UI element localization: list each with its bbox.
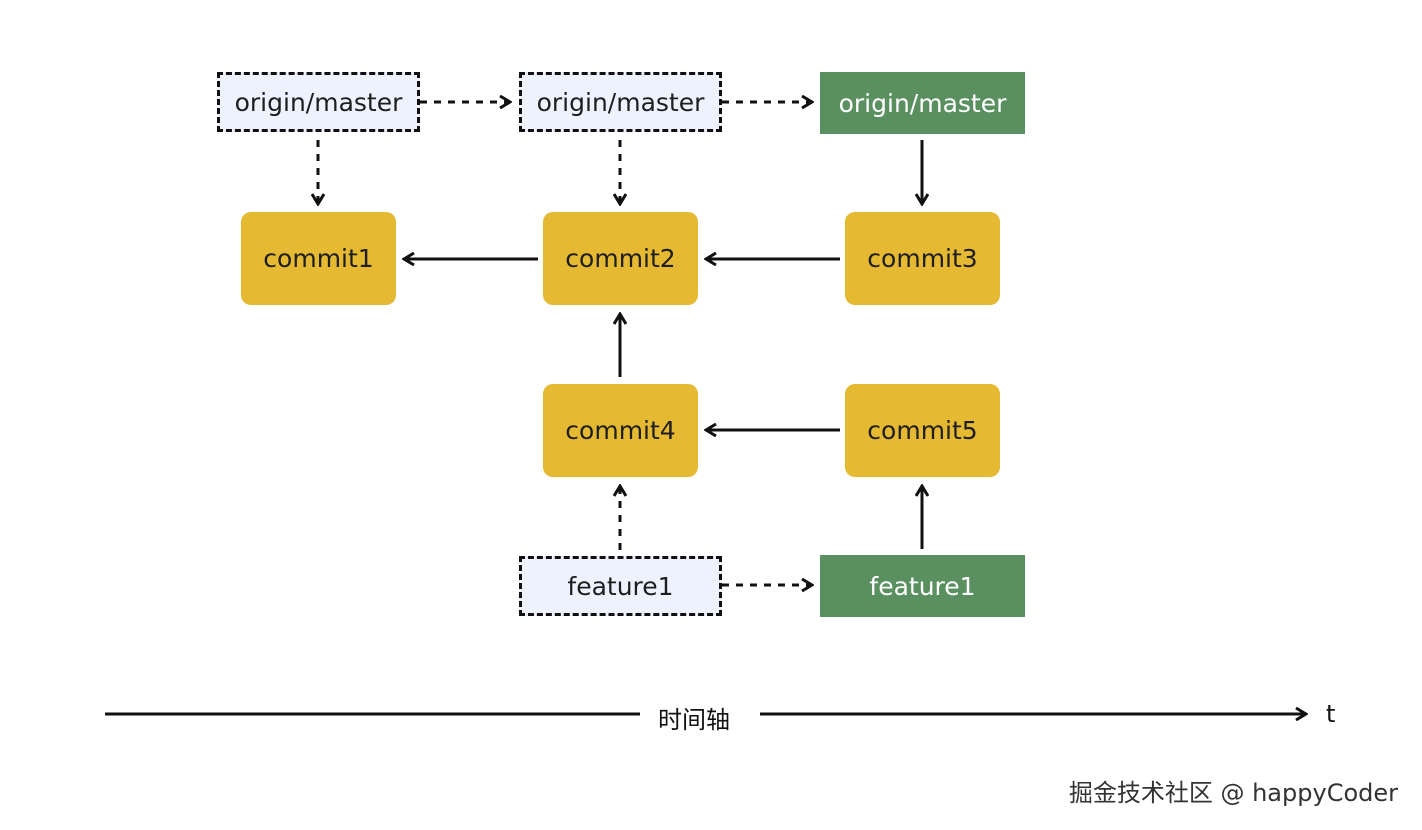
commit1-node: commit1: [241, 212, 396, 305]
commit2-node: commit2: [543, 212, 698, 305]
feature1-ref-old: feature1: [519, 556, 722, 616]
origin-master-ref-old-1: origin/master: [217, 72, 420, 132]
origin-master-ref-old-2: origin/master: [519, 72, 722, 132]
timeline-end-label: t: [1320, 700, 1342, 728]
commit5-node: commit5: [845, 384, 1000, 477]
timeline-label: 时间轴: [652, 700, 736, 735]
commit4-node: commit4: [543, 384, 698, 477]
origin-master-ref-current: origin/master: [820, 72, 1025, 134]
feature1-ref-current: feature1: [820, 555, 1025, 617]
watermark: 掘金技术社区 @ happyCoder: [1068, 779, 1398, 807]
commit3-node: commit3: [845, 212, 1000, 305]
